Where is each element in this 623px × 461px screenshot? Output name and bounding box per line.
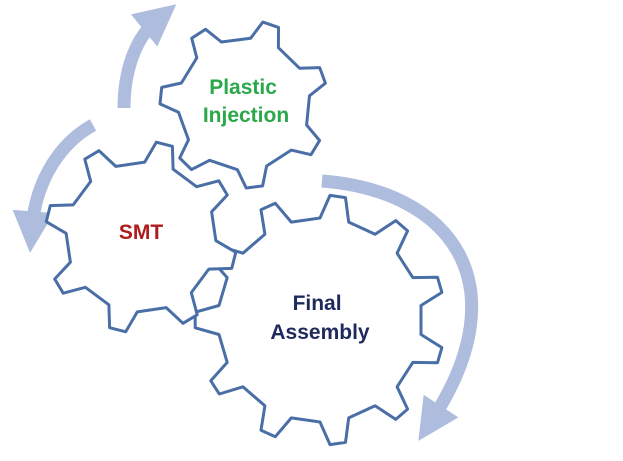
svg-text:Plastic Injection: Plastic Injection	[203, 76, 289, 127]
svg-text:Final Assembly: Final Assembly	[270, 292, 370, 344]
final-assembly-label-line-1: Final	[293, 292, 342, 315]
plastic-injection-label-line-2: Injection	[203, 104, 289, 127]
final-assembly-label-line-2: Assembly	[270, 321, 370, 344]
gear-outline	[44, 140, 238, 334]
cycle-arrow-right	[321, 174, 478, 441]
cycle-arrow-top	[117, 4, 177, 109]
smt-gear: SMT	[44, 140, 238, 334]
gear-outline	[193, 193, 444, 447]
cycle-arrow-left	[12, 119, 97, 253]
plastic-injection-gear: Plastic Injection	[158, 20, 327, 190]
svg-text:SMT: SMT	[119, 221, 164, 244]
plastic-injection-label-line-1: Plastic	[209, 76, 277, 99]
gear-outline	[158, 20, 327, 190]
final-assembly-gear: Final Assembly	[193, 193, 444, 447]
smt-label: SMT	[119, 221, 164, 244]
